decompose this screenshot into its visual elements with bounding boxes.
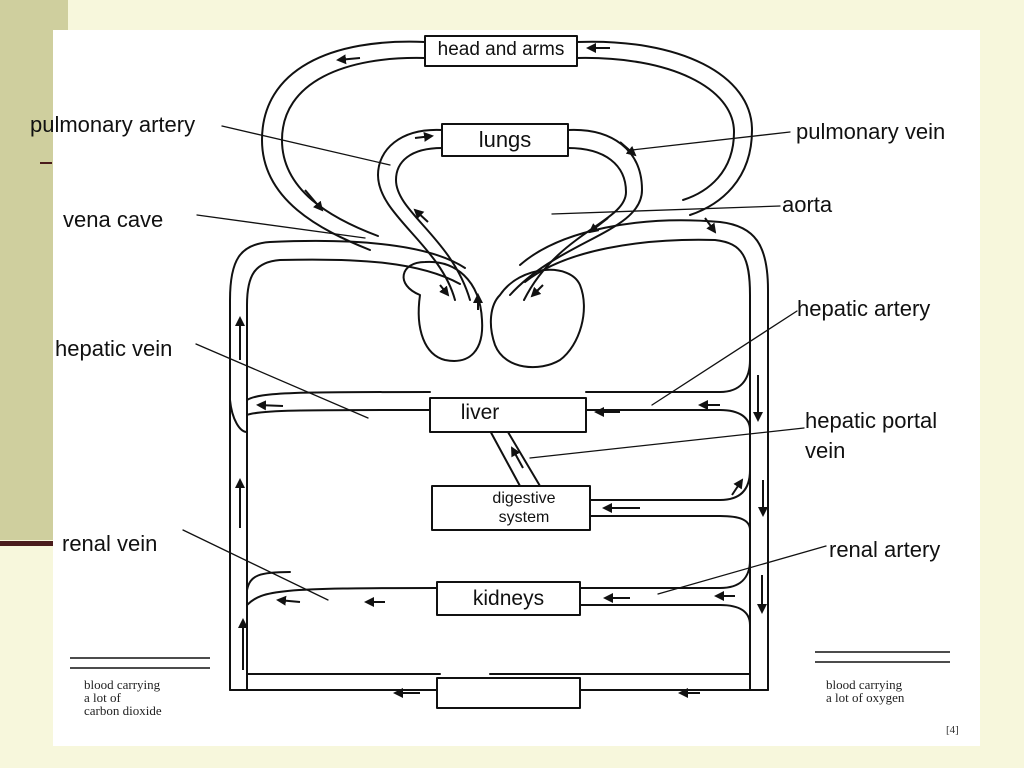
digestive-vessel [589, 469, 751, 531]
flow-arrow [511, 446, 524, 469]
heart-right-half [489, 268, 585, 369]
kidneys-label: kidneys [472, 587, 545, 610]
hepatic-vein-label: hepatic vein [55, 336, 173, 361]
head-loop-right-outer [576, 40, 753, 216]
vena-cava-vessel [229, 239, 466, 691]
flow-arrow [619, 141, 637, 157]
liver-left-drop [229, 399, 248, 433]
head-arms-label: head and arms [437, 39, 565, 60]
hepatic-portal-outer [487, 426, 541, 487]
vena-cava-vessel-inner [246, 258, 461, 691]
aorta-leader [551, 205, 781, 215]
liver-artery-vessel [585, 359, 751, 431]
kidneys-box [436, 581, 581, 616]
renal-vein-vessel [246, 571, 438, 606]
legend-co2-text: blood carrying a lot of carbon dioxide [84, 677, 162, 718]
renal-artery-vessel [579, 559, 751, 626]
hepatic-portal-vein-label: hepatic portal vein [805, 408, 938, 463]
flow-arrow [439, 284, 450, 297]
lungs-label: lungs [478, 127, 532, 152]
flow-arrow [304, 189, 324, 212]
flow-arrow [530, 284, 544, 298]
renal-vein-label: renal vein [62, 531, 158, 556]
aorta-label: aorta [782, 192, 833, 217]
renal-artery-label: renal artery [829, 537, 941, 562]
hepatic-vein-leader [195, 343, 369, 419]
flow-arrow [414, 131, 434, 142]
legend-oxygen-text: blood carrying a lot of oxygen [826, 677, 905, 705]
hepatic-artery-leader [651, 310, 798, 406]
hepatic-portal-leader [529, 427, 805, 459]
pulmonary-artery-leader [221, 125, 391, 166]
pulmonary-vein-leader [631, 131, 791, 151]
pulmonary-artery-inner [395, 147, 471, 301]
flow-arrow [731, 478, 744, 496]
flow-arrow [413, 208, 429, 223]
liver-box [429, 397, 587, 433]
liver-label: liver [460, 401, 500, 424]
hepatic-artery-label: hepatic artery [797, 296, 931, 321]
legend-line-oxygen [815, 651, 950, 663]
slide-dash [40, 162, 52, 164]
digestive-label: digestive system [492, 490, 556, 526]
pulmonary-vein-outer [509, 128, 643, 296]
heart-left-half [402, 260, 484, 362]
flow-arrow [588, 217, 609, 234]
lungs-box [441, 123, 569, 157]
flow-arrow [336, 54, 361, 65]
bottom-organ-box [436, 677, 581, 709]
flow-arrow [704, 217, 717, 234]
legend-line-co2 [70, 657, 210, 669]
flow-arrow [276, 595, 301, 606]
page-number: [4] [946, 724, 959, 736]
liver-vein-vessel [246, 391, 431, 416]
aorta-vessel-inner [524, 238, 751, 691]
pulmonary-vein-inner [523, 147, 627, 301]
vena-cava-label: vena cave [63, 207, 164, 232]
digestive-box [431, 485, 591, 531]
renal-vein-leader [182, 529, 329, 601]
pulmonary-artery-label: pulmonary artery [30, 112, 196, 137]
aorta-vessel [519, 219, 769, 691]
vena-cava-leader [196, 214, 366, 239]
head-arms-box [424, 35, 578, 67]
head-loop-right-inner [576, 56, 735, 201]
head-loop-inner [281, 56, 426, 237]
renal-artery-leader [657, 545, 827, 595]
flow-arrow [256, 400, 284, 411]
pulmonary-artery-outer [377, 128, 456, 301]
pulmonary-vein-label: pulmonary vein [796, 119, 946, 144]
head-loop-outer [261, 40, 426, 251]
